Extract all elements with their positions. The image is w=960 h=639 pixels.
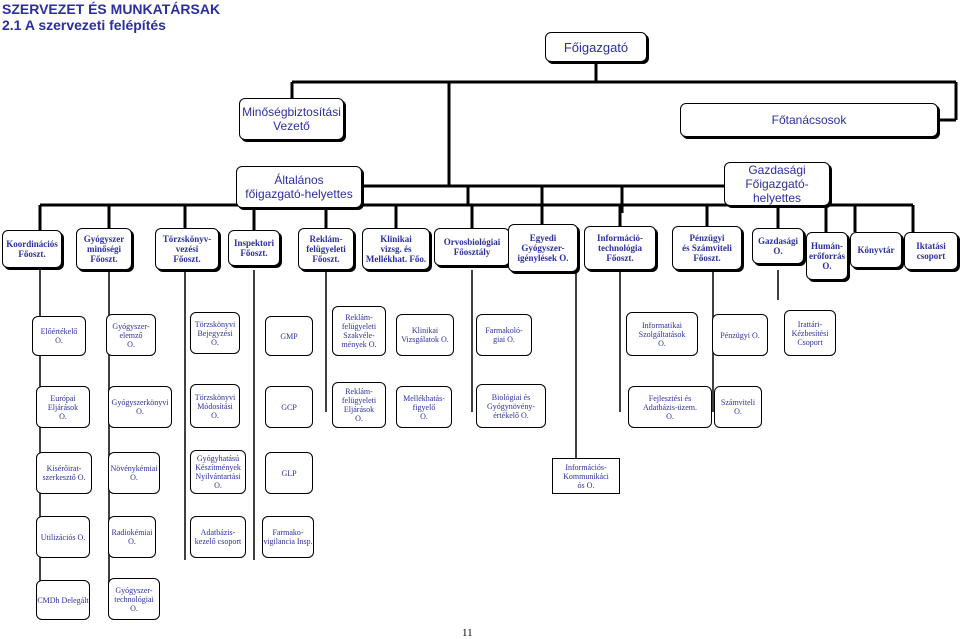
torzskonyvezesi-box: Törzskönyv- vezési Főoszt. bbox=[155, 228, 219, 270]
penzugyi-szamviteli-box: Pénzügyi és Számviteli Főoszt. bbox=[672, 226, 742, 270]
torzskonyvi-modositasi-box: Törzskönyvi Módosítási O. bbox=[190, 384, 240, 428]
page-title: SZERVEZET ÉS MUNKATÁRSAK bbox=[2, 1, 221, 17]
gyogyszertechnologiai-box: Gyógyszer- technológiai O. bbox=[108, 578, 160, 620]
radiokemiai-box: Radiokémiai O. bbox=[108, 516, 156, 558]
gyogyhatasu-box: Gyógyhatású Készítmények Nyilvántartási … bbox=[190, 450, 246, 494]
konyvtar-box: Könyvtár bbox=[850, 232, 902, 268]
gyogyszer-minosegi-box: Gyógyszer minőségi Főoszt. bbox=[76, 228, 132, 270]
mellekhatas-box: Mellékhatás- figyelő O. bbox=[396, 386, 452, 428]
minosegbiztositasi-box: Minőségbiztosítási Vezető bbox=[239, 98, 344, 140]
europai-box: Európai Eljárások O. bbox=[36, 386, 90, 428]
gazdasagi-o-box: Gazdasági O. bbox=[752, 228, 804, 264]
foigazgato-box: Főigazgató bbox=[545, 32, 647, 62]
page-subtitle: 2.1 A szervezeti felépítés bbox=[2, 17, 166, 33]
szamviteli-box: Számviteli O. bbox=[714, 386, 762, 428]
eloertekelo-box: Előértékelő O. bbox=[32, 316, 86, 356]
reklamfelugyeleti-box: Reklám- felügyeleti Főoszt. bbox=[298, 228, 354, 270]
page-number: 11 bbox=[462, 627, 473, 639]
torzskonyvi-bejegyzesi-box: Törzskönyvi Bejegyzési O. bbox=[190, 312, 240, 354]
informacio-technologia-box: Információ- technológia Főoszt. bbox=[584, 226, 656, 270]
fotanacsosok-box: Főtanácsosok bbox=[680, 103, 938, 137]
informatikai-box: Informatikai Szolgáltatások O. bbox=[626, 312, 698, 356]
altalanos-helyettes-box: Általános főigazgató-helyettes bbox=[236, 166, 362, 208]
gyogyszerelemzo-box: Gyógyszer- elemző O. bbox=[106, 314, 156, 356]
adatbazis-box: Adatbázis- kezelő csoport bbox=[190, 516, 246, 558]
inspektori-box: Inspektori Főoszt. bbox=[228, 230, 280, 266]
fejlesztesi-box: Fejlesztési és Adatbázis-üzem. O. bbox=[628, 386, 712, 428]
koordinacios-box: Koordinációs Főoszt. bbox=[2, 230, 62, 268]
kiseroirat-box: Kísérőirat- szerkesztő O. bbox=[36, 452, 92, 494]
farmakologiai-box: Farmakoló- giai O. bbox=[476, 314, 532, 356]
egyedi-box: Egyedi Gyógyszer- igénylések O. bbox=[508, 224, 578, 272]
biologiai-box: Biológiai és Gyógynövény- értékelő O. bbox=[476, 384, 546, 428]
irattari-box: Irattári- Kézbesítési Csoport bbox=[784, 310, 836, 356]
farmakovigilancia-box: Farmako- vigilancia Insp. bbox=[262, 516, 314, 558]
klinikai-vizsgalatok-box: Klinikai Vizsgálatok O. bbox=[396, 314, 454, 356]
novenykemiai-box: Növénykémiai O. bbox=[108, 452, 160, 494]
informacios-kommunikacios-box: Információs- Kommunikáci ós O. bbox=[552, 458, 620, 494]
reklam-eljarasok-box: Reklám- felügyeleti Eljárások O. bbox=[332, 382, 386, 428]
glp-box: GLP bbox=[265, 452, 313, 494]
gyogyszerkonyvi-box: Gyógyszerkönyvi O. bbox=[108, 386, 172, 428]
reklam-szakvelemenyek-box: Reklám- felügyeleti Szakvéle- mények O. bbox=[332, 306, 386, 356]
utilizacios-box: Utilizációs O. bbox=[36, 516, 90, 558]
humaneroforras-box: Humán- erőforrás O. bbox=[806, 232, 848, 280]
gazdasagi-helyettes-box: Gazdasági Főigazgató-helyettes bbox=[724, 162, 830, 206]
gcp-box: GCP bbox=[265, 386, 313, 428]
gmp-box: GMP bbox=[265, 316, 313, 356]
iktatasi-box: Iktatási csoport bbox=[904, 232, 958, 270]
orvosbiologiai-box: Orvosbiológiai Főosztály bbox=[434, 228, 510, 266]
penzugyi-o-box: Pénzügyi O. bbox=[712, 314, 768, 356]
klinikai-box: Klinikai vizsg. és Mellékhat. Főo. bbox=[362, 228, 430, 270]
cmdh-delegalt-box: CMDh Delegált bbox=[36, 580, 90, 620]
